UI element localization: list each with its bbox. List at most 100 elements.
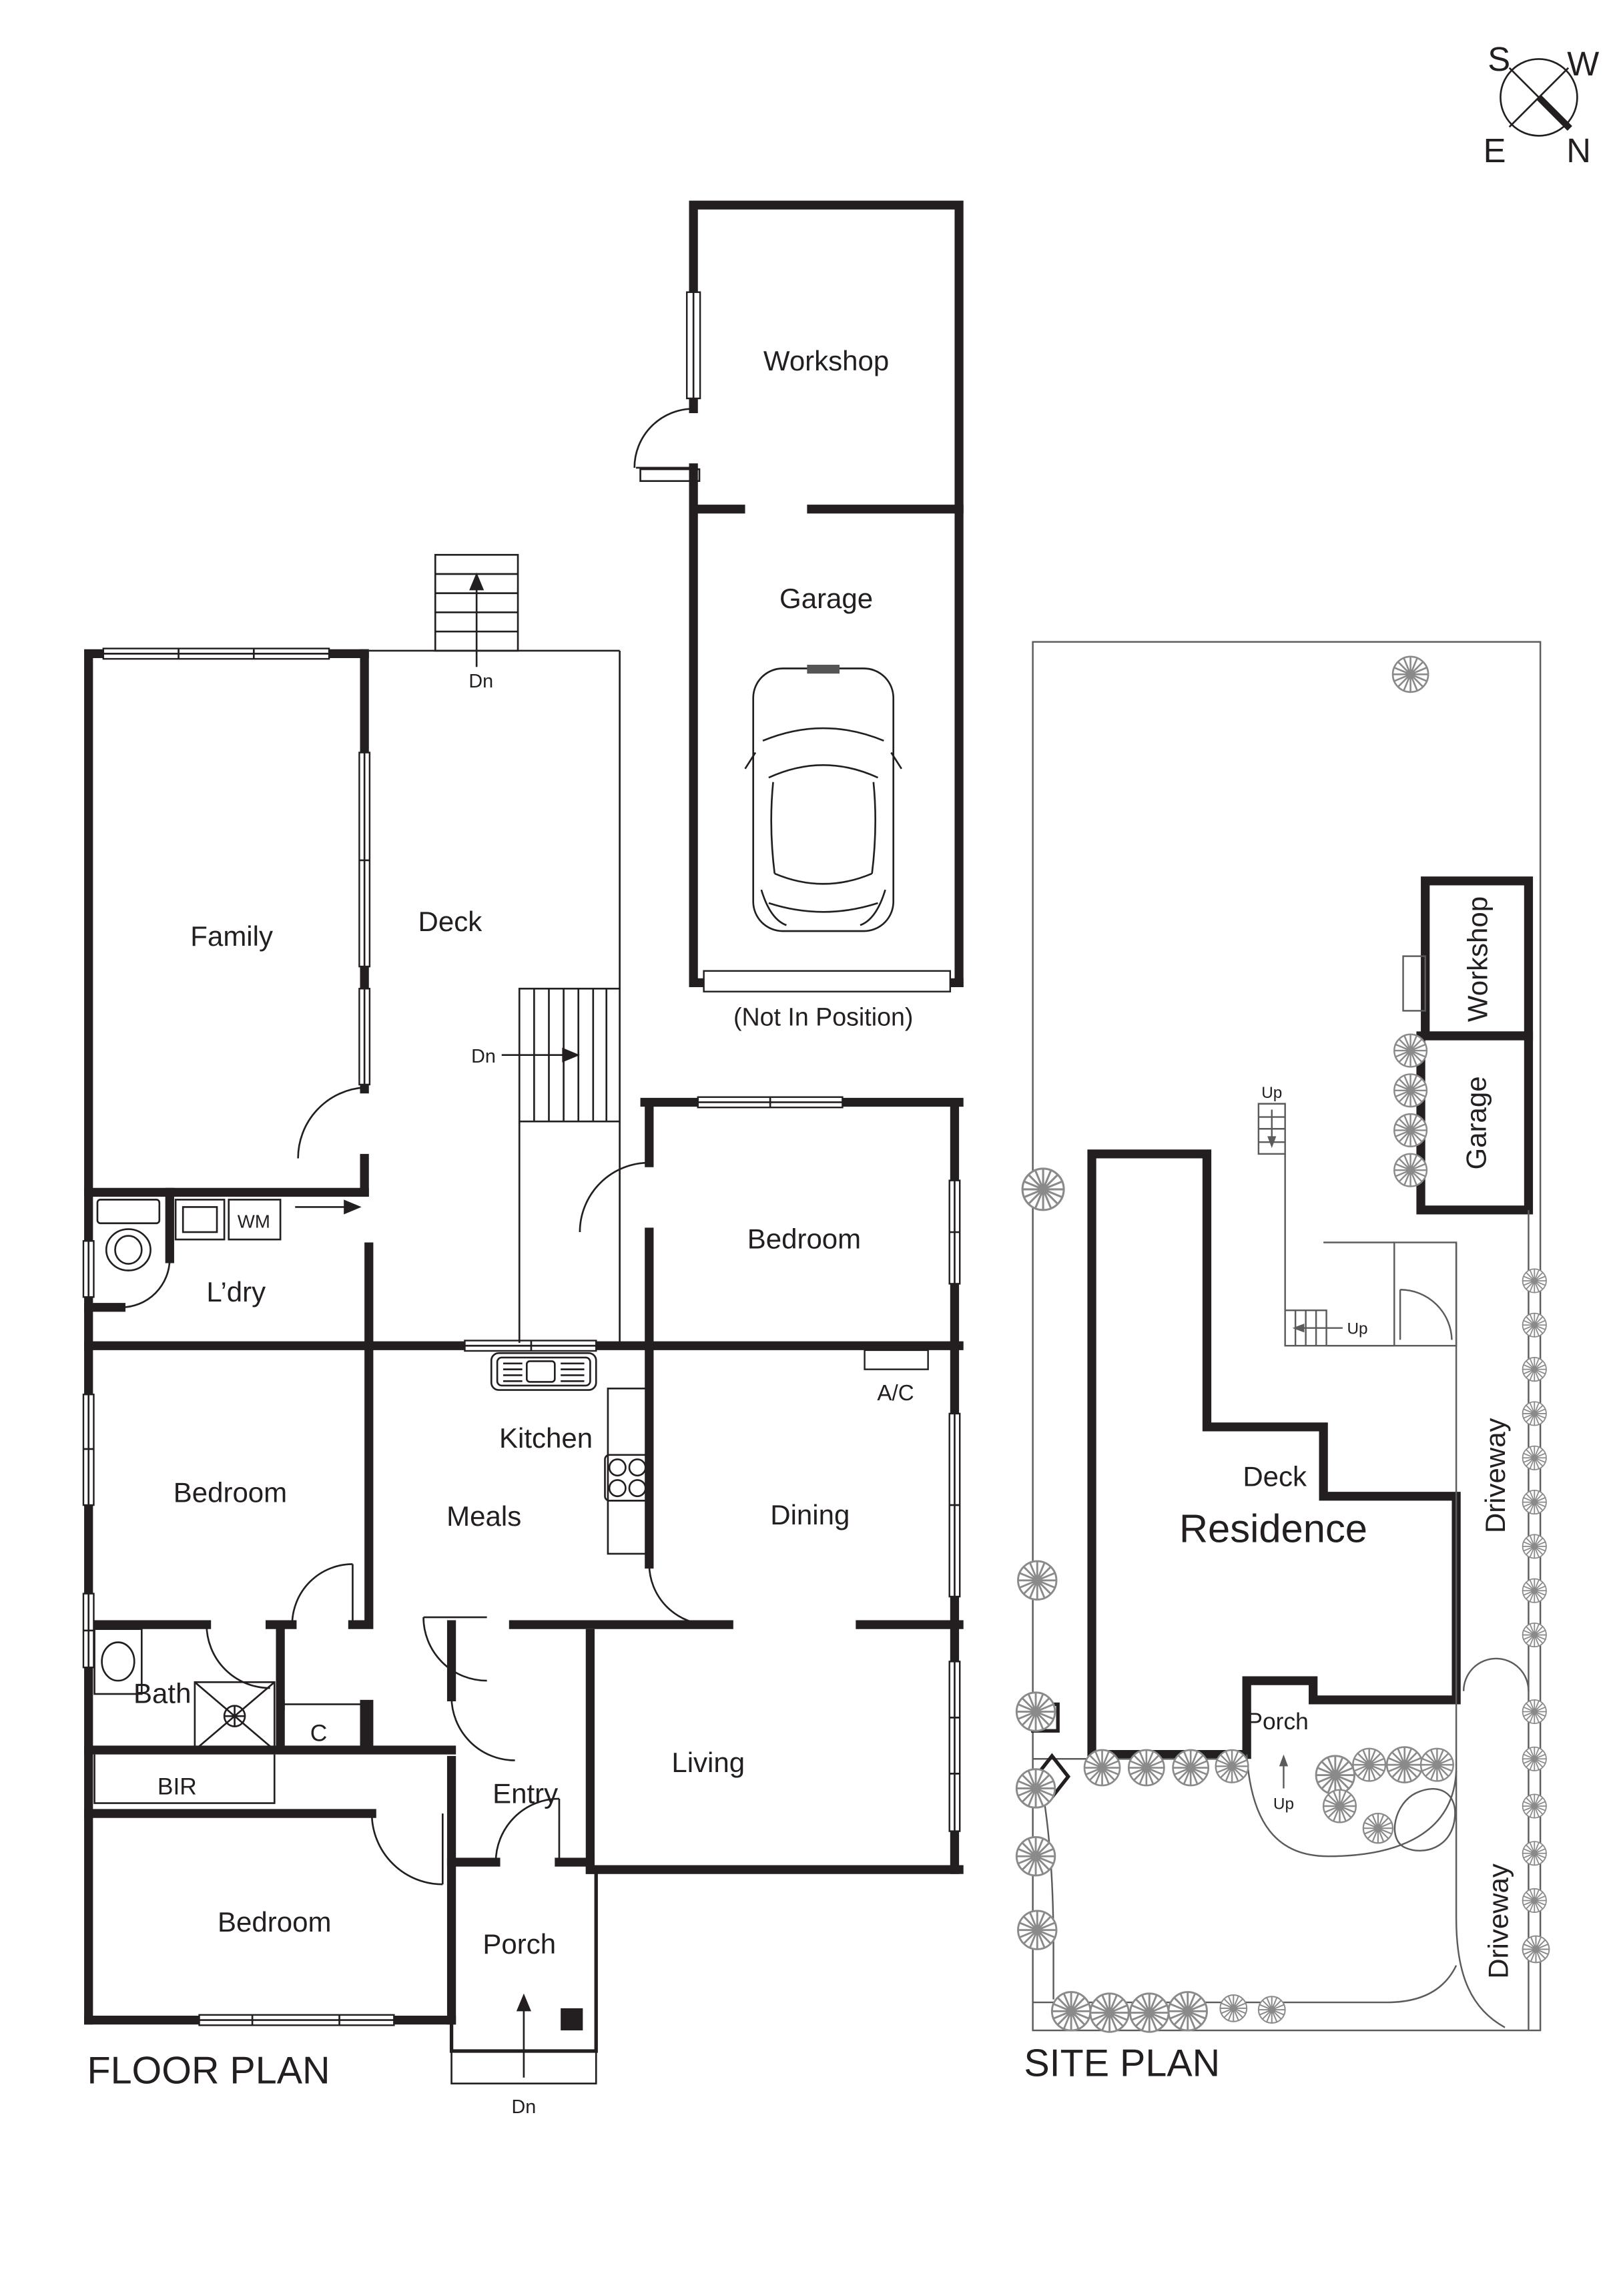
site-garage: Garage <box>1416 1031 1534 1215</box>
cooktop-icon <box>604 1454 651 1502</box>
dining-window <box>948 1412 961 1598</box>
kitchen-label: Kitchen <box>499 1422 593 1454</box>
fp-porch: Dn <box>449 1868 598 2118</box>
workshop-door <box>633 408 701 483</box>
entry-label: Entry <box>493 1778 558 1809</box>
site-plan: Residence Porch Up Up Up D <box>1015 641 1550 2085</box>
toilet-icon <box>96 1199 161 1271</box>
site-trees <box>1015 655 1550 2033</box>
bedroom-left-door <box>291 1563 354 1625</box>
front-door <box>495 1797 561 1863</box>
dining-label: Dining <box>770 1499 850 1530</box>
ldry-label: L’dry <box>206 1276 266 1308</box>
site-residence-outline <box>1087 1149 1461 1759</box>
bedroom-bottom-door <box>370 1813 444 1886</box>
house-windows <box>82 647 961 2026</box>
site-plan-title: SITE PLAN <box>1024 2042 1220 2085</box>
family-deck-window-1 <box>358 752 371 968</box>
driveway-upper-label: Driveway <box>1480 1418 1511 1533</box>
closet-c: C <box>277 1699 374 1751</box>
family-deck-door <box>297 1087 365 1159</box>
dn-porch-label: Dn <box>512 2096 537 2118</box>
garden-bed-outline <box>1245 1754 1457 1857</box>
workshop-label: Workshop <box>763 345 889 376</box>
deck-top-stairs: Dn <box>434 553 519 692</box>
family-label: Family <box>190 920 273 952</box>
bath-vanity-icon <box>93 1628 143 1695</box>
deck-mid-stairs: Dn <box>471 987 621 1123</box>
ac-label: A/C <box>877 1381 914 1406</box>
floor-plan: Workshop Garage (Not In Position) Dn <box>82 200 964 2118</box>
site-boundary <box>1032 641 1542 2032</box>
living-window <box>948 1661 961 1832</box>
svg-text:Up: Up <box>1347 1320 1368 1338</box>
house-walls <box>84 649 964 2025</box>
site-garage-label: Garage <box>1460 1076 1492 1169</box>
compass-n: N <box>1566 131 1591 170</box>
bedroom-bottom-label: Bedroom <box>218 1906 331 1938</box>
bedroom-tr-right-window <box>948 1179 961 1285</box>
bedroom-tr-label: Bedroom <box>747 1223 861 1254</box>
meals-dining-door <box>648 1564 710 1626</box>
bedroom-tr-top-window <box>697 1096 844 1109</box>
porch-post <box>561 2008 583 2031</box>
fp-deck: Dn <box>368 649 621 1343</box>
bedroom-tr-door <box>579 1161 649 1233</box>
site-porch-up: Up <box>1273 1754 1294 1813</box>
washing-machine-icon: WM <box>228 1199 282 1241</box>
bath-label: Bath <box>133 1677 191 1709</box>
compass-s: S <box>1488 40 1510 78</box>
driveway-gate <box>1462 1657 1530 1691</box>
site-porch-label: Porch <box>1247 1709 1308 1735</box>
kitchen-sink-icon <box>490 1352 597 1391</box>
workshop-window <box>685 291 701 400</box>
not-in-position-label: (Not In Position) <box>733 1003 913 1031</box>
wm-label: WM <box>238 1211 270 1231</box>
fp-deck-label: Deck <box>418 906 483 937</box>
garden-bed-path <box>1393 1787 1456 1851</box>
wc-door <box>121 1258 171 1309</box>
garage-label: Garage <box>779 583 873 614</box>
entry-hall-door <box>450 1697 515 1761</box>
dn-deck-stairs-label: Dn <box>471 1046 496 1067</box>
bath-window <box>82 1593 95 1669</box>
shower-icon <box>194 1681 276 1751</box>
site-residence-label: Residence <box>1179 1506 1367 1550</box>
site-driveway: Driveway Driveway <box>1455 1209 1530 2031</box>
compass-w: W <box>1567 45 1599 83</box>
bedroom-left-label: Bedroom <box>174 1477 287 1508</box>
svg-text:Up: Up <box>1273 1795 1294 1813</box>
garage-door <box>703 970 952 992</box>
living-label: Living <box>671 1747 745 1778</box>
compass-e: E <box>1484 131 1506 170</box>
bir-robe: BIR <box>93 1754 276 1804</box>
site-workshop-label: Workshop <box>1462 896 1494 1022</box>
svg-text:Up: Up <box>1261 1084 1282 1102</box>
kitchen-window <box>464 1340 597 1352</box>
site-deck: Up Up Deck <box>1243 1084 1395 1492</box>
bath-door <box>206 1625 270 1689</box>
car-icon <box>744 664 902 932</box>
closet-label: C <box>310 1721 328 1747</box>
family-deck-window-2 <box>358 988 371 1086</box>
site-deck-top-stairs: Up <box>1257 1084 1286 1155</box>
ac-unit-icon: A/C <box>864 1349 929 1406</box>
door-arcs <box>121 1087 710 1886</box>
driveway-lower-label: Driveway <box>1482 1863 1514 1979</box>
meals-label: Meals <box>446 1500 521 1532</box>
wc-window <box>82 1240 95 1298</box>
dn-top-stairs-label: Dn <box>468 671 493 692</box>
laundry-exit-arrow <box>295 1199 362 1215</box>
bedroom-bottom-window <box>198 2014 395 2026</box>
bir-label: BIR <box>157 1773 197 1799</box>
family-top-window <box>102 647 330 660</box>
laundry-trough-icon <box>174 1199 226 1241</box>
site-deck-label: Deck <box>1243 1460 1307 1492</box>
compass-rose-icon: S W E N <box>1484 40 1600 170</box>
floor-plan-title: FLOOR PLAN <box>87 2050 330 2092</box>
hall-door <box>422 1616 487 1682</box>
workshop-garage-building: Workshop Garage (Not In Position) <box>633 200 964 1031</box>
site-deck-right-stairs: Up <box>1284 1309 1368 1347</box>
